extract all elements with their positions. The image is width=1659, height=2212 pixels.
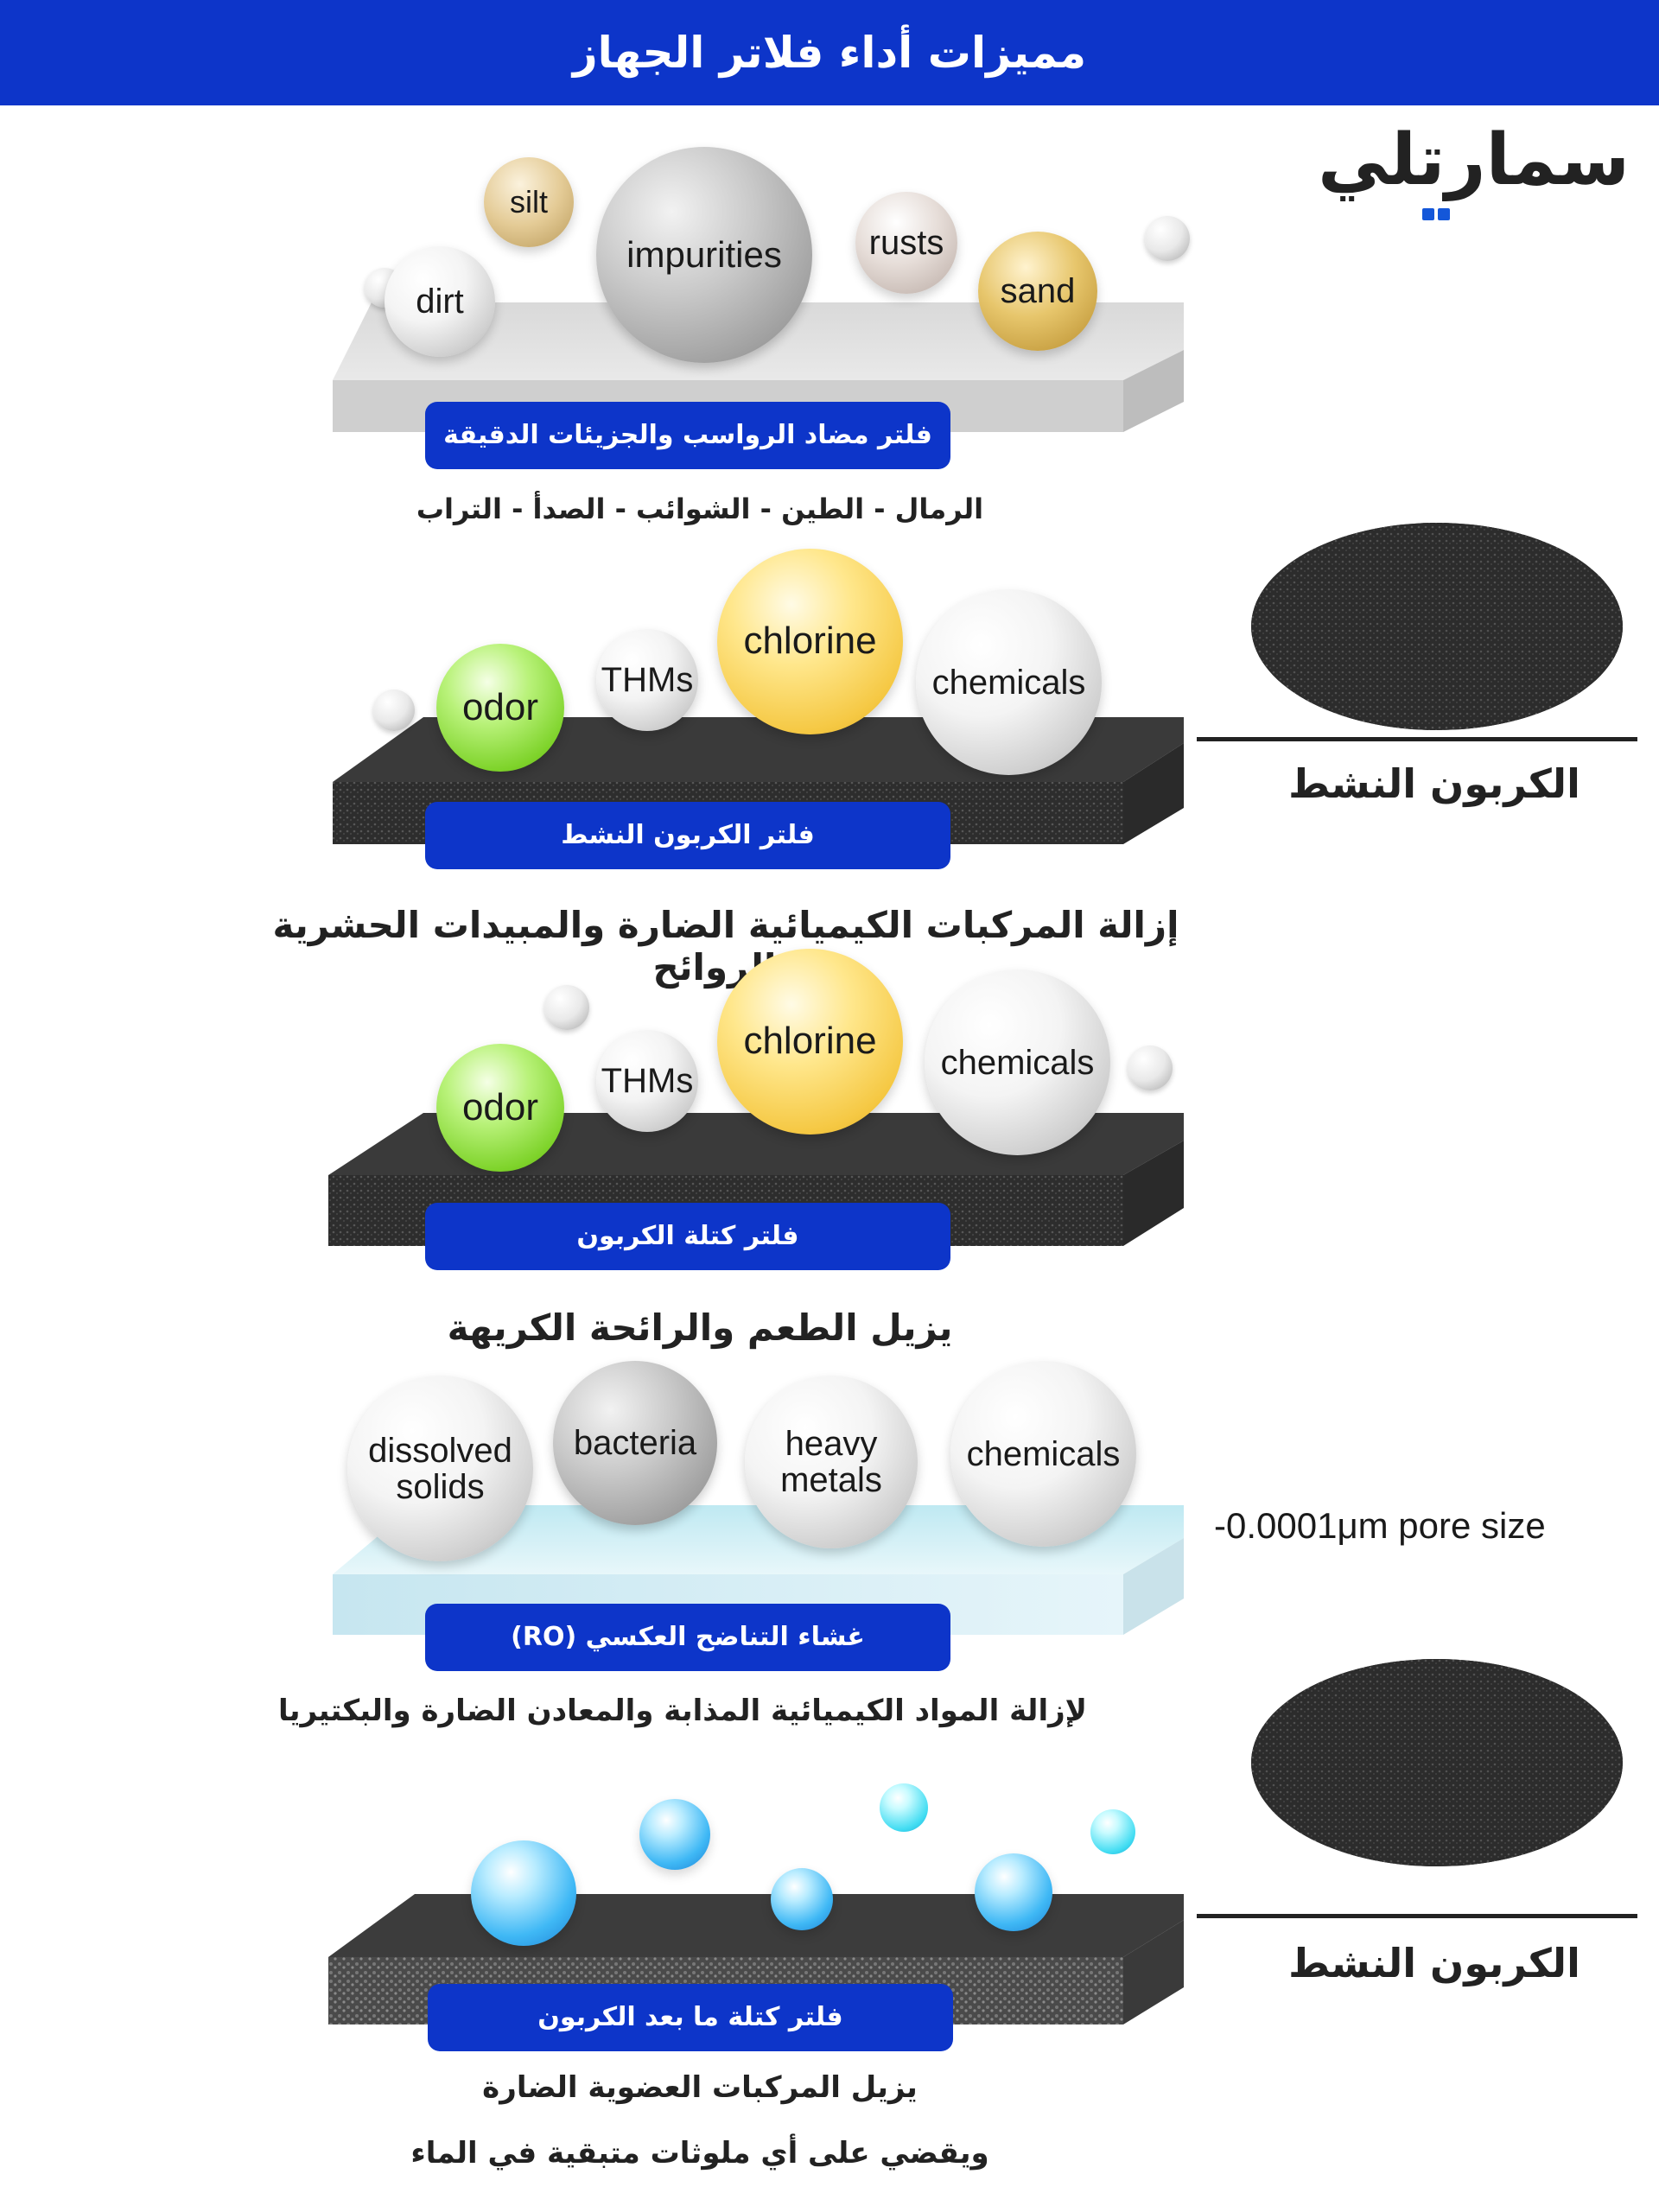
particle-chlorine: chlorine — [717, 549, 903, 734]
carbon-granules-top — [1251, 523, 1623, 730]
header-bar: مميزات أداء فلاتر الجهاز — [0, 0, 1659, 105]
particle-silt: silt — [484, 157, 574, 247]
water-droplet-icon — [1090, 1809, 1135, 1854]
particle-dissolved-solids: dissolved solids — [347, 1376, 533, 1561]
pore-size-label: -0.0001μm pore size — [1214, 1505, 1546, 1546]
filter-description-post-carbon-2: ويقضي على أي ملوثات متبقية في الماء — [410, 2136, 989, 2171]
water-droplet-icon — [771, 1868, 833, 1930]
particle-impurities: impurities — [596, 147, 812, 363]
brand-logo: سمارتلي — [1318, 119, 1630, 201]
particle-chemicals: chemicals — [925, 969, 1110, 1155]
water-droplet-icon — [471, 1840, 576, 1946]
carbon-granules-bottom — [1251, 1659, 1623, 1866]
water-droplet-icon — [880, 1783, 928, 1832]
filter-label-carbon-block: فلتر كتلة الكربون — [425, 1203, 950, 1270]
filter-description-ro-membrane: لإزالة المواد الكيميائية المذابة والمعاد… — [277, 1694, 1087, 1728]
small-droplet-icon — [1128, 1046, 1173, 1090]
particle-bacteria: bacteria — [553, 1361, 717, 1525]
particle-chlorine: chlorine — [717, 949, 903, 1135]
filter-description-sediment: الرمال - الطين - الشوائب - الصدأ - الترا… — [416, 493, 984, 525]
water-droplet-icon — [639, 1799, 710, 1870]
filter-label-post-carbon: فلتر كتلة ما بعد الكربون — [428, 1984, 953, 2051]
water-droplet-icon — [975, 1853, 1052, 1931]
particle-dirt: dirt — [385, 246, 495, 357]
particle-thms: THMs — [596, 1030, 698, 1132]
particle-chemicals: chemicals — [916, 589, 1102, 775]
filter-description-post-carbon-1: يزيل المركبات العضوية الضارة — [482, 2070, 918, 2105]
particle-thms: THMs — [596, 629, 698, 731]
page-title: مميزات أداء فلاتر الجهاز — [572, 28, 1087, 78]
filter-description-carbon-block: يزيل الطعم والرائحة الكريهة — [447, 1306, 953, 1349]
filter-label-sediment: فلتر مضاد الرواسب والجزيئات الدقيقة — [425, 402, 950, 469]
particle-heavy-metals: heavy metals — [745, 1376, 918, 1548]
particle-rusts: rusts — [855, 192, 957, 294]
particle-chemicals: chemicals — [950, 1361, 1136, 1547]
activated-carbon-caption-2: الكربون النشط — [1288, 1940, 1580, 1986]
small-droplet-icon — [1145, 216, 1190, 261]
small-droplet-icon — [544, 985, 589, 1030]
filter-label-activated-carbon: فلتر الكربون النشط — [425, 802, 950, 869]
filter-description-activated-carbon: إزالة المركبات الكيميائية الضارة والمبيد… — [272, 904, 1179, 988]
particle-odor: odor — [436, 644, 564, 772]
activated-carbon-caption-1: الكربون النشط — [1288, 760, 1580, 807]
particle-odor: odor — [436, 1044, 564, 1172]
logo-dots-icon — [1419, 207, 1453, 220]
divider — [1197, 737, 1637, 741]
divider — [1197, 1914, 1637, 1918]
filter-label-ro-membrane: غشاء التناضح العكسي (RO) — [425, 1604, 950, 1671]
small-droplet-icon — [373, 690, 415, 731]
particle-sand: sand — [978, 232, 1097, 351]
